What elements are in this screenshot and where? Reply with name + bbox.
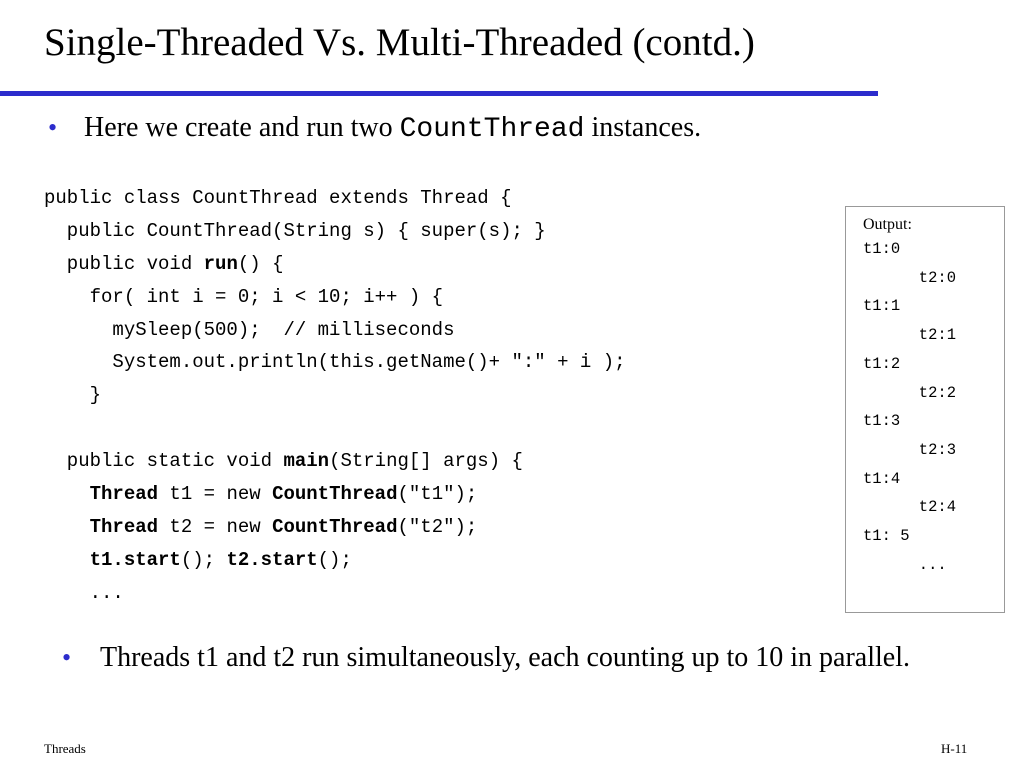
code-text: ... <box>44 581 124 604</box>
code-line: System.out.println(this.getName()+ ":" +… <box>44 346 626 379</box>
bullet-1-text: Here we create and run two CountThread i… <box>84 112 702 145</box>
code-keyword: t2.start <box>226 548 318 571</box>
output-line: t1: 5 <box>863 527 910 546</box>
code-line: ... <box>44 577 626 610</box>
output-line: t2:3 <box>863 440 957 459</box>
output-header: Output: <box>863 216 912 233</box>
code-line: Thread t2 = new CountThread("t2"); <box>44 511 626 544</box>
code-text: mySleep(500); // milliseconds <box>44 318 455 341</box>
code-text: for( int i = 0; i < 10; i++ ) { <box>44 285 444 308</box>
code-text: public CountThread(String s) { super(s);… <box>44 219 546 242</box>
title-underline <box>0 91 878 96</box>
output-line: t1:3 <box>863 412 901 431</box>
code-line: for( int i = 0; i < 10; i++ ) { <box>44 281 626 314</box>
code-keyword: CountThread <box>272 515 398 538</box>
code-text <box>44 549 90 571</box>
code-text: public static void <box>44 450 284 473</box>
code-text: (); <box>317 548 352 571</box>
code-line: public static void main(String[] args) { <box>44 445 626 478</box>
bullet-2-text: Threads t1 and t2 run simultaneously, ea… <box>100 642 910 673</box>
code-text: public void <box>44 252 204 275</box>
code-keyword: Thread <box>89 483 159 506</box>
code-keyword: CountThread <box>272 483 398 506</box>
code-text: t2 = new <box>158 515 273 538</box>
bullet-1-suffix: instances. <box>584 112 702 143</box>
code-keyword: main <box>283 450 330 473</box>
code-text: ("t2"); <box>397 515 478 538</box>
code-keyword: run <box>203 252 238 275</box>
code-text <box>44 483 90 505</box>
code-text <box>44 516 90 538</box>
output-line: t1:4 <box>863 469 901 488</box>
code-block: public class CountThread extends Thread … <box>44 182 626 610</box>
code-line: t1.start(); t2.start(); <box>44 544 626 577</box>
code-line: Thread t1 = new CountThread("t1"); <box>44 478 626 511</box>
footer-left: Threads <box>44 741 86 756</box>
bullet-2: • Threads t1 and t2 run simultaneously, … <box>62 640 997 676</box>
output-box: Output: t1:0 t2:0 t1:1 t2:1 t1:2 t2:2 t1:3 … <box>845 206 1005 613</box>
slide-number: H-11 <box>941 741 968 756</box>
code-text: public class CountThread extends Thread … <box>44 187 512 209</box>
code-line <box>44 412 626 445</box>
code-text: (); <box>180 548 227 571</box>
bullet-1: • Here we create and run two CountThread… <box>48 110 701 148</box>
slide-title: Single-Threaded Vs. Multi-Threaded (cont… <box>44 21 755 64</box>
code-keyword: Thread <box>89 515 159 538</box>
code-keyword: t1.start <box>89 548 181 571</box>
code-line: } <box>44 379 626 412</box>
code-line: public class CountThread extends Thread … <box>44 182 626 215</box>
code-text: System.out.println(this.getName()+ ":" +… <box>44 351 626 374</box>
bullet-1-code: CountThread <box>399 114 585 145</box>
bullet-1-prefix: Here we create and run two <box>84 112 400 143</box>
code-text: t1 = new <box>158 483 273 506</box>
output-line: ... <box>863 555 947 574</box>
output-line: t1:0 <box>863 240 901 258</box>
output-line: t2:2 <box>863 383 957 402</box>
code-text: } <box>44 384 102 407</box>
output-line: t2:0 <box>863 268 957 287</box>
code-line: public void run() { <box>44 248 626 281</box>
output-line: t2:1 <box>863 326 957 345</box>
output-lines: t1:0 t2:0 t1:1 t2:1 t1:2 t2:2 t1:3 t2:3 t1:4… <box>863 235 1004 579</box>
bullet-dot: • <box>62 643 72 672</box>
output-line: t2:4 <box>863 498 957 517</box>
output-line: t1:1 <box>863 297 901 316</box>
code-line: public CountThread(String s) { super(s);… <box>44 215 626 248</box>
bullet-dot: • <box>48 113 58 142</box>
output-line: t1:2 <box>863 354 901 373</box>
code-text: () { <box>237 252 284 275</box>
code-text: (String[] args) { <box>329 450 523 473</box>
code-line: mySleep(500); // milliseconds <box>44 314 626 347</box>
code-text: ("t1"); <box>397 483 478 506</box>
